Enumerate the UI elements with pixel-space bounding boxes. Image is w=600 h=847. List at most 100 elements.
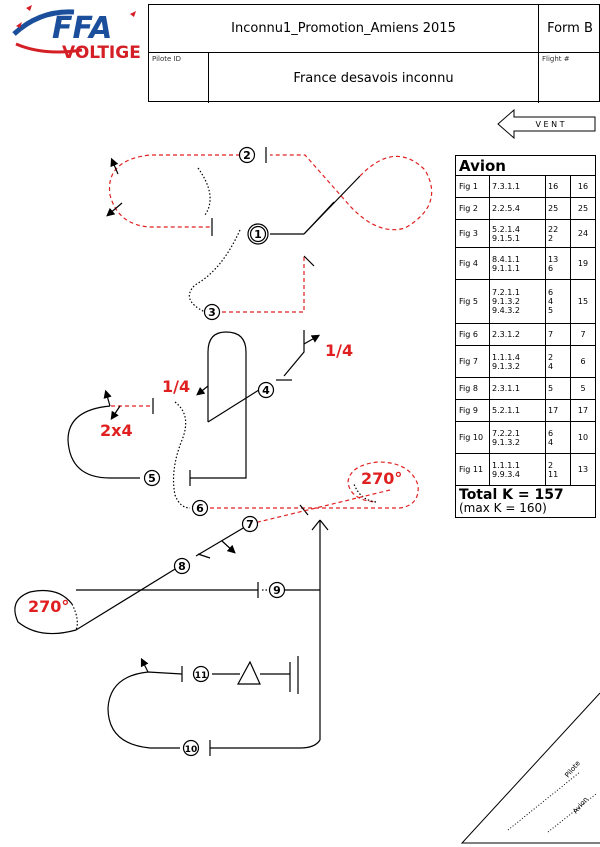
- k-table-cell-codes: 1.1.1.1 9.9.3.4: [490, 454, 546, 485]
- k-table-cell-codes: 5.2.1.4 9.1.5.1: [490, 220, 546, 247]
- k-table-cell-codes: 8.4.1.1 9.1.1.1: [490, 248, 546, 279]
- pilot-id-label: Pilote ID: [149, 53, 209, 103]
- point-roll-label: 2x4: [100, 421, 133, 440]
- k-table-cell-codes: 7.3.1.1: [490, 176, 546, 197]
- k-table-cell-codes: 2.3.1.1: [490, 378, 546, 399]
- figure-number-3: 3: [203, 303, 221, 321]
- k-table-cell-fig: Fig 10: [456, 422, 490, 453]
- k-table-cell-codes: 5.2.1.1: [490, 400, 546, 421]
- k-table-cell-k: 6 4: [546, 422, 571, 453]
- k-table-cell-k: 17: [546, 400, 571, 421]
- plane-icon: [26, 5, 32, 11]
- figure-number-9: 9: [268, 581, 286, 599]
- k-table-cell-k: 2 4: [546, 346, 571, 377]
- figure-number-5: 5: [143, 469, 161, 487]
- plane-icon: [16, 22, 22, 28]
- k-table-cell-codes: 2.3.1.2: [490, 324, 546, 345]
- k-table-cell-fig: Fig 11: [456, 454, 490, 485]
- figure-number-text: 10: [185, 745, 198, 755]
- k-table-cell-fig: Fig 6: [456, 324, 490, 345]
- figure-number-text: 6: [196, 502, 204, 515]
- figure-number-text: 4: [262, 384, 270, 397]
- figure-number-text: 9: [273, 584, 281, 597]
- k-table-cell-codes: 7.2.2.1 9.1.3.2: [490, 422, 546, 453]
- rotation-label: 270°: [28, 597, 69, 616]
- figure-number-text: 3: [208, 306, 216, 319]
- k-table-cell-total: 10: [577, 433, 589, 442]
- figure-number-text: 2: [243, 149, 251, 162]
- figure-number-text: 8: [178, 560, 186, 573]
- k-table-cell-total: 24: [577, 229, 589, 238]
- wind-label: V E N T: [535, 120, 564, 129]
- k-table-cell-fig: Fig 7: [456, 346, 490, 377]
- figure-number-8: 8: [173, 557, 191, 575]
- k-table-cell-total: 19: [577, 259, 589, 268]
- logo-text-voltige: VOLTIGE: [62, 43, 141, 63]
- k-table-cell-total: 6: [580, 357, 586, 366]
- k-table-cell-codes: 2.2.5.4: [490, 198, 546, 219]
- k-table-cell-fig: Fig 8: [456, 378, 490, 399]
- k-table-cell-k: 2 11: [546, 454, 571, 485]
- plane-icon: [130, 11, 136, 17]
- signature-corner: Pilote Avion: [460, 692, 600, 844]
- figure-number-text: 5: [148, 472, 156, 485]
- k-table-cell-fig: Fig 4: [456, 248, 490, 279]
- k-table-cell-total: 17: [577, 406, 589, 415]
- logo-text-ffa: FFA: [52, 11, 112, 46]
- k-table-cell-k: 25: [546, 198, 571, 219]
- figure-number-7: 7: [241, 515, 259, 533]
- k-table-cell-fig: Fig 3: [456, 220, 490, 247]
- k-table-cell-total: 25: [577, 204, 589, 213]
- pilote-signature-label: Pilote: [563, 759, 582, 779]
- k-table-cell-fig: Fig 1: [456, 176, 490, 197]
- k-table-cell-k: 5: [546, 378, 571, 399]
- k-table-cell-total: 15: [577, 297, 589, 306]
- wind-arrow-icon: V E N T: [497, 108, 596, 140]
- figure-number-11: 11: [192, 665, 210, 683]
- k-table-cell-total: 16: [577, 182, 589, 191]
- sequence-header: Inconnu1_Promotion_Amiens 2015 Form B Pi…: [148, 4, 600, 103]
- k-table-cell-fig: Fig 5: [456, 280, 490, 323]
- quarter-roll-label: 1/4: [325, 341, 353, 360]
- k-total: Total K = 157: [459, 487, 564, 503]
- avion-signature-label: Avion: [571, 795, 589, 815]
- figure-number-text: 11: [195, 671, 208, 681]
- k-max: (max K = 160): [459, 501, 547, 515]
- k-table-cell-total: 7: [580, 330, 586, 339]
- ffa-voltige-logo: FFA VOLTIGE: [12, 5, 141, 63]
- figure-number-text: 1: [254, 228, 262, 241]
- figure-number-2: 2: [238, 146, 256, 164]
- form-label: Form B: [539, 5, 600, 53]
- quarter-roll-label: 1/4: [162, 377, 190, 396]
- flight-label: Flight #: [542, 55, 570, 63]
- figure-number-text: 7: [246, 518, 254, 531]
- k-table-cell-k: 13 6: [546, 248, 571, 279]
- k-table-cell-k: 22 2: [546, 220, 571, 247]
- k-table-cell-k: 7: [546, 324, 571, 345]
- k-table-cell-k: 6 4 5: [546, 280, 571, 323]
- k-table-cell-codes: 1.1.1.4 9.1.3.2: [490, 346, 546, 377]
- k-table-cell-total: 5: [580, 384, 586, 393]
- k-table-title: Avion: [456, 156, 595, 176]
- figure-number-4: 4: [257, 381, 275, 399]
- k-table-cell-fig: Fig 9: [456, 400, 490, 421]
- sequence-title: Inconnu1_Promotion_Amiens 2015: [149, 5, 539, 53]
- pilot-name: France desavois inconnu: [209, 53, 539, 103]
- figure-number-6: 6: [191, 499, 209, 517]
- figure-number-1: 1: [249, 225, 267, 243]
- k-table-cell-fig: Fig 2: [456, 198, 490, 219]
- k-table-cell-total: 13: [577, 465, 589, 474]
